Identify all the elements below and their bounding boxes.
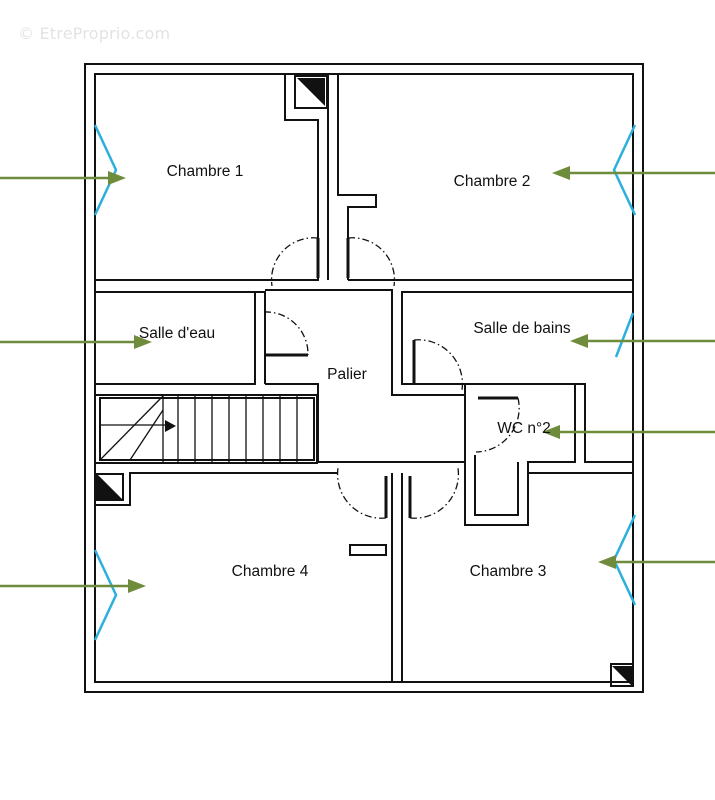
room-salle-bains: [401, 291, 634, 463]
room-chambre-2: [337, 74, 633, 281]
staircase: [94, 394, 318, 464]
duct-icon: [612, 666, 632, 686]
label-chambre-2: Chambre 2: [454, 173, 531, 190]
room-chambre-3: [401, 472, 634, 687]
arrows: [0, 166, 715, 593]
room-chambre-1: [95, 74, 329, 281]
room-salle-eau: [94, 291, 266, 385]
room-chambre-4: [95, 472, 393, 682]
label-chambre-1: Chambre 1: [167, 163, 244, 180]
window-chambre-3: [612, 514, 637, 606]
duct-icon: [98, 475, 122, 499]
room-wc-2: [464, 383, 576, 526]
label-salle-bains: Salle de bains: [473, 320, 571, 337]
window-salle-bains: [614, 312, 635, 358]
windows: [93, 124, 637, 641]
label-wc-2: WC n°2: [497, 420, 551, 437]
doors: [263, 237, 520, 519]
label-palier: Palier: [327, 366, 367, 383]
label-chambre-3: Chambre 3: [470, 563, 547, 580]
window-chambre-2: [612, 124, 637, 216]
label-salle-eau: Salle d'eau: [139, 325, 215, 342]
window-chambre-4: [93, 549, 118, 641]
label-chambre-4: Chambre 4: [232, 563, 309, 580]
watermark: © EtreProprio.com: [18, 24, 171, 43]
duct-icon: [297, 78, 325, 106]
window-chambre-1: [93, 124, 118, 216]
